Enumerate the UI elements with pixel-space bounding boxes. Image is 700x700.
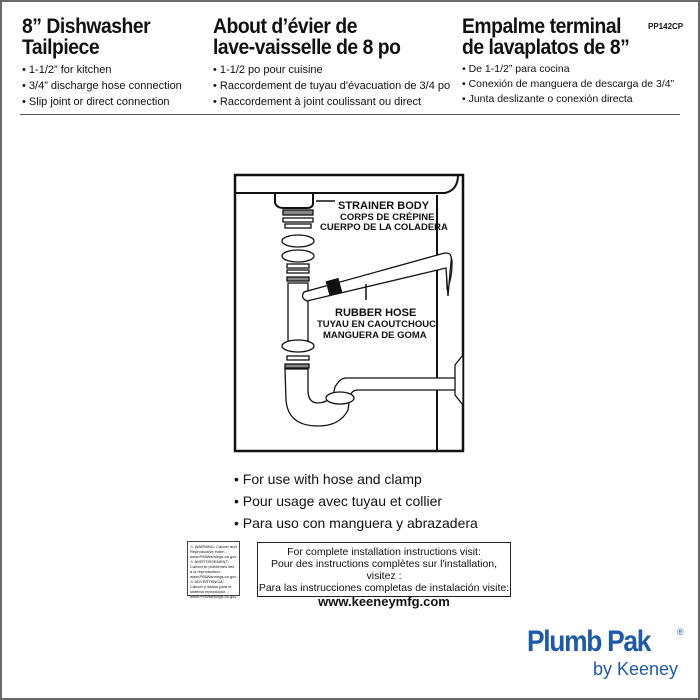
title-fr-line1: About d’évier de [213, 15, 358, 38]
diagram-border [233, 173, 465, 453]
plumbpak-logo: Plumb Pak ® by Keeney [527, 625, 684, 679]
hose-label-fr: TUYAU EN CAOUTCHOUC [317, 319, 436, 330]
feature-bullet: Junta deslizante o conexión directa [462, 92, 674, 107]
title-es-line2: de lavaplatos de 8” [462, 36, 630, 59]
feature-bullet: 1-1/2 po pour cuisine [213, 62, 450, 78]
feature-bullet: Slip joint or direct connection [22, 94, 182, 110]
title-es-line1: Empalme terminal [462, 15, 622, 38]
feature-bullet: Conexión de manguera de descarga de 3/4” [462, 77, 674, 92]
feature-bullet: 1-1/2” for kitchen [22, 62, 182, 78]
title-en-line2: Tailpiece [22, 36, 100, 59]
usage-list: For use with hose and clamp Pour usage a… [234, 468, 478, 534]
website-link[interactable]: www.keeneymfg.com [318, 594, 450, 609]
logo-brand: Plumb Pak [527, 625, 651, 658]
strainer-body [274, 193, 314, 209]
product-code: PP142CP [648, 22, 684, 31]
strainer-label-en: STRAINER BODY [338, 200, 430, 212]
usage-bullet: Para uso con manguera y abrazadera [234, 512, 478, 534]
usage-bullet: Pour usage avec tuyau et collier [234, 490, 478, 512]
usage-bullet: For use with hose and clamp [234, 468, 478, 490]
sink-bottom [235, 174, 459, 194]
hose-label-en: RUBBER HOSE [335, 307, 416, 319]
feature-bullet: Raccordement à joint coulissant ou direc… [213, 94, 450, 110]
title-fr-line2: lave-vaisselle de 8 po [213, 36, 401, 59]
feature-bullet: De 1-1/2” para cocina [462, 62, 674, 77]
feature-bullet: 3/4” discharge hose connection [22, 78, 182, 94]
instructions-box: For complete installation instructions v… [257, 542, 511, 609]
strainer-label-fr: CORPS DE CRÉPINE [340, 212, 435, 223]
instructions-en: For complete installation instructions v… [287, 546, 481, 558]
feature-bullet: Raccordement de tuyau d'évacuation de 3/… [213, 78, 450, 94]
hose-label-es: MANGUERA DE GOMA [323, 330, 427, 341]
instructions-fr: Pour des instructions complètes sur l'in… [270, 558, 498, 582]
divider [20, 114, 680, 115]
instructions-es: Para las instrucciones completas de inst… [258, 582, 510, 594]
title-en-line1: 8” Dishwasher [22, 15, 151, 38]
strainer-label-es: CUERPO DE LA COLADERA [320, 222, 448, 233]
registered-mark: ® [677, 627, 684, 637]
logo-byline: by Keeney [593, 659, 679, 679]
prop65-warning-label: ⚠ WARNING: Cancer and Reproductive Harm … [187, 541, 240, 599]
